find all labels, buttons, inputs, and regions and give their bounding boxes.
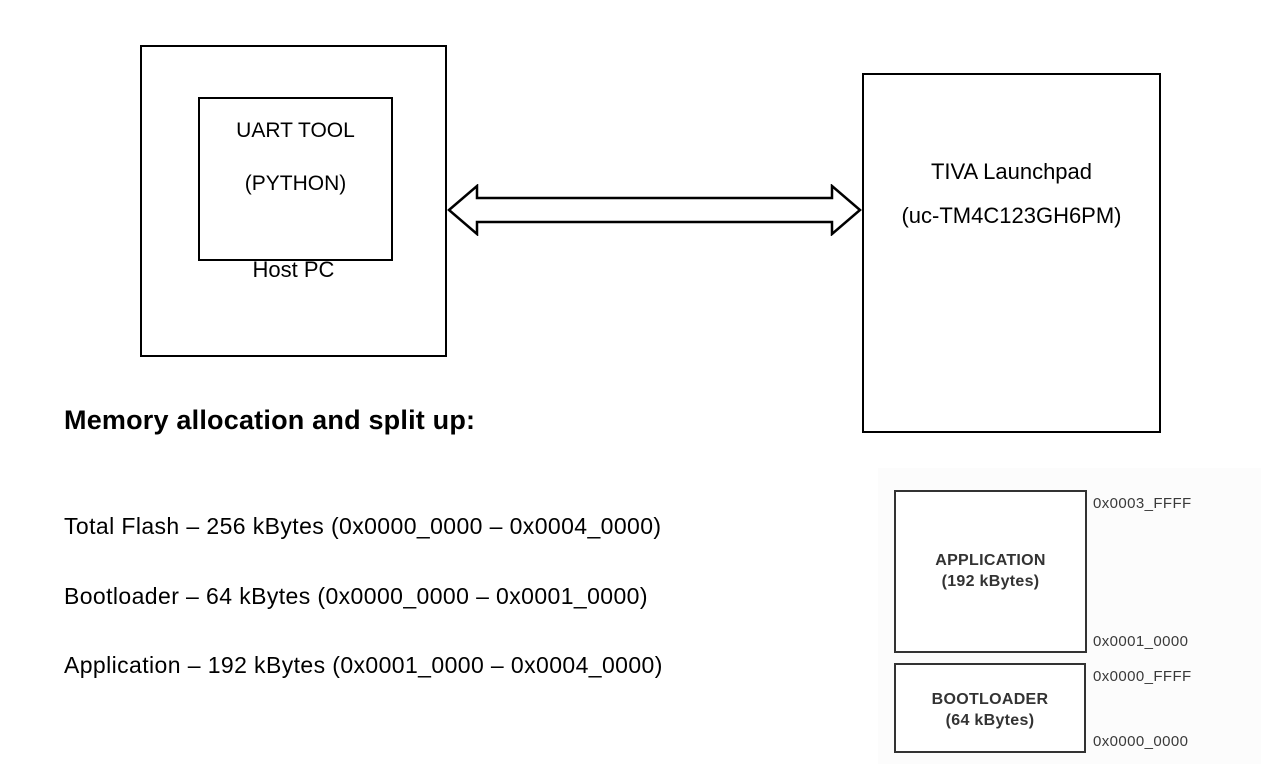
tiva-mcu-label: (uc-TM4C123GH6PM) — [901, 203, 1122, 228]
address-label-app-bottom: 0x0001_0000 — [1093, 633, 1189, 650]
address-label-boot-top: 0x0000_FFFF — [1093, 668, 1192, 685]
bootloader-region-name: BOOTLOADER — [931, 691, 1049, 708]
tiva-launchpad-label: TIVA Launchpad — [930, 159, 1093, 184]
address-label-boot-bottom: 0x0000_0000 — [1093, 733, 1189, 750]
application-region-box: APPLICATION (192 kBytes) — [894, 490, 1087, 653]
address-label-app-top: 0x0003_FFFF — [1093, 495, 1192, 512]
bootloader-region-box: BOOTLOADER (64 kBytes) — [894, 663, 1086, 753]
bootloader-region-size: (64 kBytes) — [945, 712, 1035, 729]
bidirectional-arrow-icon — [447, 184, 862, 236]
memory-map-figure: APPLICATION (192 kBytes) BOOTLOADER (64 … — [878, 468, 1261, 764]
host-pc-box: UART TOOL (PYTHON) Host PC — [140, 45, 447, 357]
uart-tool-sublabel: (PYTHON) — [244, 172, 347, 195]
application-region-name: APPLICATION — [935, 552, 1046, 569]
memory-section-heading: Memory allocation and split up: — [64, 405, 476, 435]
uart-tool-label: UART TOOL — [236, 119, 355, 142]
application-region-size: (192 kBytes) — [941, 573, 1040, 590]
host-pc-label: Host PC — [252, 257, 335, 282]
bootloader-line: Bootloader – 64 kBytes (0x0000_0000 – 0x… — [64, 583, 648, 609]
total-flash-line: Total Flash – 256 kBytes (0x0000_0000 – … — [64, 513, 662, 539]
uart-tool-box: UART TOOL (PYTHON) — [198, 97, 393, 261]
tiva-launchpad-box: TIVA Launchpad (uc-TM4C123GH6PM) — [862, 73, 1161, 433]
application-line: Application – 192 kBytes (0x0001_0000 – … — [64, 652, 663, 678]
